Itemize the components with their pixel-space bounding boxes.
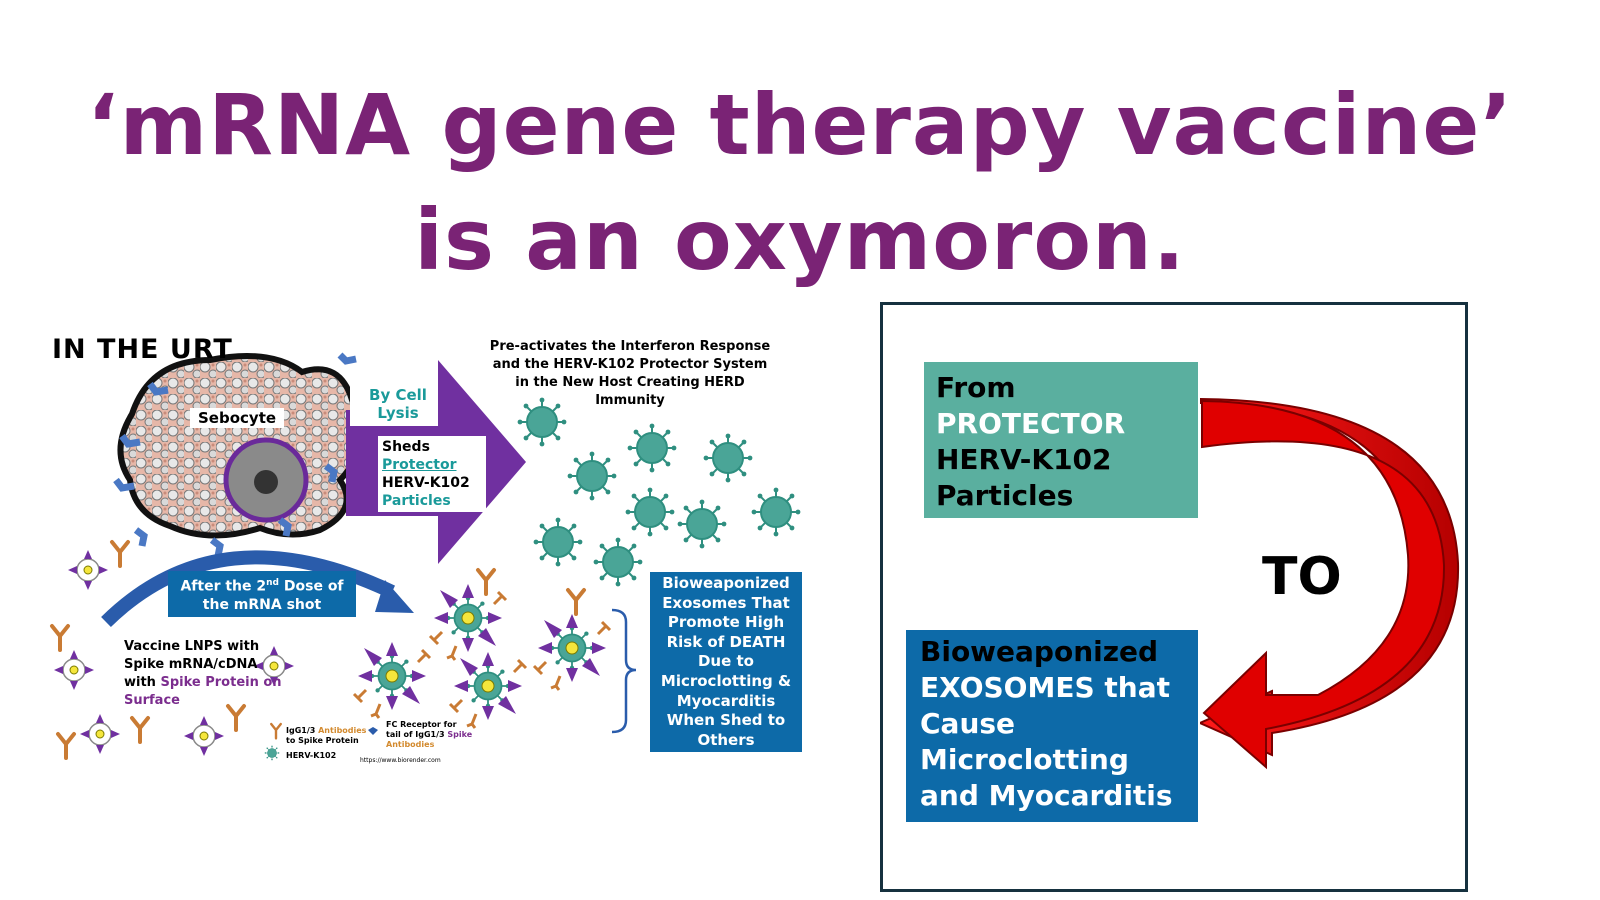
bio-line: Exosomes That bbox=[662, 593, 790, 612]
microclotting-line: Microclotting bbox=[920, 743, 1129, 776]
sheds-protector-label: Sheds Protector HERV-K102 Particles bbox=[378, 436, 486, 512]
red-curved-arrow bbox=[1200, 397, 1460, 770]
legend-fc-receptor: FC Receptor for tail of IgG1/3 Spike Ant… bbox=[386, 720, 473, 749]
bio-line: Microclotting & bbox=[660, 671, 792, 690]
herv-line: HERV-K102 bbox=[936, 443, 1112, 476]
particles-line: Particles bbox=[382, 493, 451, 509]
from-line: From bbox=[936, 371, 1016, 404]
cause-line: Cause bbox=[920, 707, 1016, 740]
myocarditis-line: and Myocarditis bbox=[920, 779, 1173, 812]
bioweaponized-exosomes-box: Bioweaponized Exosomes That Promote High… bbox=[650, 572, 802, 753]
protector-line: PROTECTOR bbox=[936, 407, 1126, 440]
bioweaponized-exosomes-summary-box: Bioweaponized EXOSOMES that Cause Microc… bbox=[906, 630, 1198, 822]
legend-herv-k102: HERV-K102 bbox=[286, 751, 337, 760]
lnps-line: with Spike Protein on bbox=[124, 675, 282, 690]
lnps-line: Vaccine LNPS with bbox=[124, 639, 260, 654]
legend-igg-antibodies: IgG1/3 Antibodies to Spike Protein bbox=[286, 726, 367, 745]
from-protector-box: From PROTECTOR HERV-K102 Particles bbox=[924, 362, 1198, 518]
mechanism-diagram: IN THE URT Sebocyte By Cell Lysis Sheds … bbox=[40, 330, 840, 790]
bio-line: Bioweaponized bbox=[662, 574, 790, 592]
preactivates-line: in the New Host Creating HERD bbox=[515, 375, 745, 390]
bio-line: Due to bbox=[697, 652, 754, 671]
protector-line: Protector bbox=[382, 457, 457, 473]
sebocyte-label: Sebocyte bbox=[190, 408, 285, 428]
bio-line: Others bbox=[697, 730, 755, 749]
bioweaponized-line: Bioweaponized bbox=[920, 635, 1159, 668]
by-cell-line: By Cell bbox=[369, 386, 427, 404]
title-line-2: is an oxymoron. bbox=[414, 191, 1186, 289]
lnps-line: Surface bbox=[124, 693, 180, 708]
herv-line: HERV-K102 bbox=[382, 475, 470, 491]
bio-line: Promote High bbox=[667, 613, 785, 632]
after-dose-line-1: After the 2nd Dose of bbox=[180, 578, 344, 595]
exosomes-line: EXOSOMES that bbox=[920, 671, 1170, 704]
by-cell-lysis-label: By Cell Lysis bbox=[358, 386, 438, 422]
lysis-line: Lysis bbox=[377, 404, 419, 422]
bio-line: When Shed to bbox=[666, 711, 786, 730]
bio-line: Myocarditis bbox=[676, 691, 776, 710]
particles-line: Particles bbox=[936, 479, 1074, 512]
bio-line: Risk of DEATH bbox=[666, 632, 786, 651]
after-second-dose-box: After the 2nd Dose of the mRNA shot bbox=[168, 571, 356, 617]
preactivates-caption: Pre-activates the Interferon Response an… bbox=[470, 338, 790, 410]
sheds-line: Sheds bbox=[382, 439, 430, 455]
biorender-credit: https://www.biorender.com bbox=[360, 757, 441, 764]
title-line-1: ‘mRNA gene therapy vaccine’ bbox=[86, 76, 1514, 174]
preactivates-line: Pre-activates the Interferon Response bbox=[489, 339, 771, 354]
vaccine-lnps-label: Vaccine LNPS with Spike mRNA/cDNA with S… bbox=[124, 638, 284, 710]
summary-panel-frame bbox=[880, 302, 1468, 892]
lnps-line: Spike mRNA/cDNA bbox=[124, 657, 258, 672]
preactivates-line: Immunity bbox=[595, 393, 665, 408]
to-label: TO bbox=[1262, 547, 1342, 607]
urt-label: IN THE URT bbox=[52, 334, 233, 365]
after-dose-line-2: the mRNA shot bbox=[202, 596, 322, 613]
preactivates-line: and the HERV-K102 Protector System bbox=[492, 357, 768, 372]
